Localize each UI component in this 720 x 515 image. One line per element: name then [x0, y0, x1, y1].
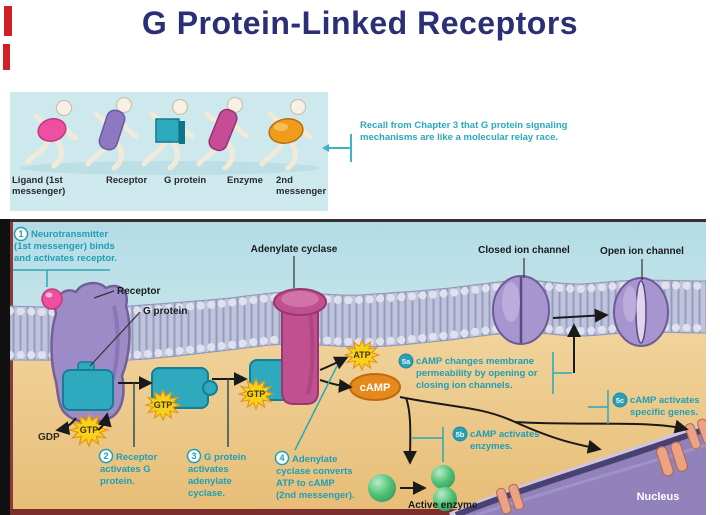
callout-text: Recall from Chapter 3 that G protein sig… — [360, 120, 568, 144]
nuclear-pore — [496, 483, 524, 515]
diagram-maroon-edge — [10, 222, 13, 515]
svg-text:cyclase converts: cyclase converts — [276, 466, 353, 477]
structure-labels: Receptor G protein Adenylate cyclase Clo… — [89, 244, 684, 367]
runner-label-gprotein: G protein — [164, 175, 207, 186]
step-1: 1 Neurotransmitter (1st messenger) binds… — [13, 226, 117, 264]
svg-text:cAMP activates: cAMP activates — [470, 429, 540, 440]
signaling-diagram: Nucleus — [10, 222, 706, 515]
lipid-heads-outer — [10, 280, 706, 317]
diagram-top-border — [0, 219, 706, 222]
svg-text:GTP: GTP — [247, 389, 266, 399]
svg-text:(1st messenger) binds: (1st messenger) binds — [14, 241, 115, 252]
pathway-arrows — [55, 308, 689, 495]
svg-text:ATP to cAMP: ATP to cAMP — [276, 478, 335, 489]
callout-connector-line — [329, 147, 351, 149]
svg-text:activates G: activates G — [100, 464, 151, 475]
svg-text:5b: 5b — [456, 430, 465, 439]
svg-text:cAMP activates: cAMP activates — [630, 395, 700, 406]
svg-text:cyclase.: cyclase. — [188, 488, 225, 499]
step-5b: 5b cAMP activates enzymes. — [452, 426, 540, 452]
svg-text:specific genes.: specific genes. — [630, 407, 698, 418]
svg-text:adenylate: adenylate — [188, 476, 232, 487]
svg-text:activates: activates — [188, 464, 229, 475]
svg-text:GTP: GTP — [80, 425, 99, 435]
runner-ligand — [25, 99, 79, 169]
nucleus-label: Nucleus — [637, 491, 680, 503]
svg-text:Neurotransmitter: Neurotransmitter — [31, 229, 108, 240]
svg-text:enzymes.: enzymes. — [470, 441, 513, 452]
svg-text:GTP: GTP — [154, 400, 173, 410]
svg-text:(2nd messenger).: (2nd messenger). — [276, 490, 355, 501]
adenylate-cyclase-enzyme — [273, 288, 327, 405]
step-connector-lines — [13, 269, 609, 462]
page-title: G Protein-Linked Receptors — [141, 5, 579, 41]
gtp-starburst: GTP — [70, 414, 108, 446]
g-protein-label: G protein — [143, 306, 187, 317]
svg-text:Adenylate: Adenylate — [292, 454, 337, 465]
g-protein-bound — [62, 361, 114, 411]
runner-label-receptor: Receptor — [106, 175, 148, 186]
neurotransmitter-ligand — [41, 288, 63, 310]
gtp-starburst: GTP — [239, 379, 273, 409]
step-5a: 5a cAMP changes membrane permeability by… — [398, 353, 538, 391]
nuclear-pore — [684, 418, 706, 450]
svg-text:ATP: ATP — [353, 350, 370, 360]
svg-text:permeability by opening or: permeability by opening or — [416, 368, 538, 379]
svg-text:cAMP changes membrane: cAMP changes membrane — [416, 356, 534, 367]
diagram-left-border — [0, 219, 10, 515]
active-enzyme-spheres — [368, 465, 457, 511]
svg-text:3: 3 — [191, 451, 196, 461]
runner-label-ligand: Ligand (1st messenger) — [12, 175, 66, 197]
receptor-label: Receptor — [117, 286, 160, 297]
callout-arrowhead — [322, 144, 329, 152]
relay-race-panel: Ligand (1st messenger) Receptor G protei… — [10, 92, 328, 211]
svg-text:4: 4 — [279, 453, 284, 463]
step-2: 2 Receptor activates G protein. — [98, 448, 157, 487]
step-5c: 5c cAMP activates specific genes. — [612, 392, 700, 418]
closed-channel-label: Closed ion channel — [478, 245, 570, 256]
step-3: 3 G protein activates adenylate cyclase. — [186, 448, 246, 499]
diagram-bottom-edge — [10, 509, 706, 515]
runner-label-enzyme: Enzyme — [227, 175, 263, 186]
runner-receptor — [85, 96, 139, 171]
svg-text:cAMP: cAMP — [360, 382, 391, 394]
runner-label-2nd-messenger: 2nd messenger — [276, 175, 327, 197]
runner-gprotein — [141, 98, 195, 171]
svg-text:5c: 5c — [616, 396, 624, 405]
open-ion-channel — [613, 277, 669, 347]
lipid-heads-inner — [10, 322, 706, 360]
runner-2nd-messenger — [259, 98, 313, 171]
relay-runners-illustration — [20, 96, 320, 175]
svg-text:closing ion channels.: closing ion channels. — [416, 380, 513, 391]
svg-text:G protein: G protein — [204, 452, 246, 463]
closed-ion-channel — [492, 275, 550, 345]
red-accent-mark — [3, 44, 10, 70]
red-accent-mark — [4, 6, 12, 36]
nuclear-pore — [655, 441, 689, 477]
svg-text:1: 1 — [18, 229, 23, 239]
open-channel-label: Open ion channel — [600, 246, 684, 257]
step-4: 4 Adenylate cyclase converts ATP to cAMP… — [274, 450, 355, 501]
active-enzyme-label: Active enzyme — [408, 500, 478, 511]
svg-text:protein.: protein. — [100, 476, 135, 487]
adenylate-cyclase-label: Adenylate cyclase — [251, 244, 338, 255]
svg-text:and activates receptor.: and activates receptor. — [14, 253, 117, 264]
callout-connector-bar — [350, 134, 352, 162]
nucleus: Nucleus — [449, 418, 706, 515]
atp-starburst: ATP — [345, 340, 379, 370]
svg-text:5a: 5a — [402, 357, 411, 366]
runner-enzyme — [196, 96, 250, 171]
camp-molecule: cAMP — [349, 373, 401, 401]
svg-text:Receptor: Receptor — [116, 452, 157, 463]
gtp-starburst: GTP — [146, 390, 180, 420]
gdp-label: GDP — [38, 432, 60, 443]
svg-text:2: 2 — [103, 451, 108, 461]
